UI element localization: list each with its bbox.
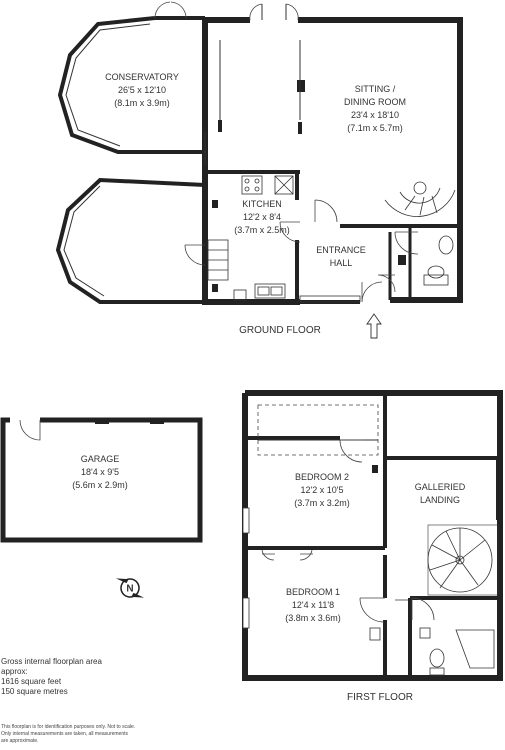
first-floor-plan (242, 390, 503, 681)
garage-plan (0, 417, 203, 543)
garage-dims: 18'4 x 9'5 (81, 467, 119, 477)
bedroom1-name: BEDROOM 1 (286, 587, 340, 597)
area-line-3: 1616 square feet (1, 677, 62, 686)
ground-spiral-stair (384, 181, 456, 217)
kitchen-fixtures (212, 175, 294, 301)
entrance-arrow-icon (366, 313, 382, 339)
bedroom2-name: BEDROOM 2 (295, 472, 349, 482)
bedroom1-metric: (3.8m x 3.6m) (285, 613, 341, 623)
ground-floor-plan (55, 1, 463, 339)
landing-name-2: LANDING (420, 495, 460, 505)
hall-name-1: ENTRANCE (316, 245, 366, 255)
garage-metric: (5.6m x 2.9m) (72, 480, 128, 490)
bedroom2-metric: (3.7m x 3.2m) (294, 498, 350, 508)
first-floor-title: FIRST FLOOR (347, 692, 413, 703)
first-floor-windows (242, 465, 378, 629)
room-labels: CONSERVATORY 26'5 x 12'10 (8.1m x 3.9m) … (1, 72, 466, 744)
conservatory-outline (55, 16, 206, 304)
bedroom1-dims: 12'4 x 11'8 (292, 600, 334, 610)
first-floor-walls (242, 390, 503, 681)
bathroom-fixtures (369, 627, 495, 676)
area-line-4: 150 square metres (1, 687, 68, 696)
sitting-metric: (7.1m x 5.7m) (347, 123, 403, 133)
compass-icon: N (115, 578, 145, 598)
first-floor-void (257, 404, 379, 456)
disclaimer-line-3: are approximate. (1, 738, 39, 744)
sitting-dims: 23'4 x 18'10 (351, 110, 399, 120)
ground-floor-title: GROUND FLOOR (239, 325, 321, 336)
sitting-room-french-doors (249, 3, 299, 21)
hall-name-2: HALL (330, 258, 353, 268)
conservatory-metric: (8.1m x 3.9m) (114, 98, 170, 108)
wc-fixtures (398, 235, 454, 286)
area-line-2: approx: (1, 667, 28, 676)
landing-name-1: GALLERIED (415, 482, 466, 492)
garage-name: GARAGE (81, 454, 120, 464)
kitchen-name: KITCHEN (242, 199, 282, 209)
compass-letter: N (126, 584, 133, 595)
disclaimer-line-1: This floorplan is for identification pur… (1, 724, 135, 730)
first-floor-doors (261, 439, 435, 623)
sitting-name-1: SITTING / (355, 84, 396, 94)
kitchen-steps (184, 239, 229, 281)
bedroom2-dims: 12'2 x 10'5 (301, 485, 344, 495)
first-spiral-stair (427, 524, 499, 596)
kitchen-dims: 12'2 x 8'4 (243, 212, 281, 222)
area-line-1: Gross internal floorplan area (1, 657, 102, 666)
kitchen-metric: (3.7m x 2.5m) (234, 225, 290, 235)
sitting-name-2: DINING ROOM (344, 97, 406, 107)
conservatory-dims: 26'5 x 12'10 (118, 85, 166, 95)
hall-doors (279, 199, 419, 303)
conservatory-french-doors (154, 1, 187, 19)
sitting-room-posts (204, 40, 305, 165)
conservatory-name: CONSERVATORY (105, 72, 179, 82)
disclaimer-line-2: Only internal measurements are taken, al… (1, 731, 129, 737)
